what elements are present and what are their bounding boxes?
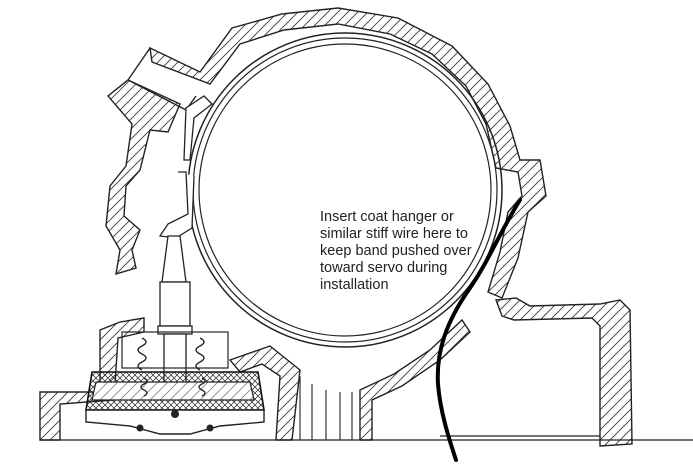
drum-and-band — [158, 32, 503, 348]
annotation-label: Insert coat hanger or similar stiff wire… — [320, 209, 495, 294]
annotation-line-5: installation — [320, 277, 389, 293]
annotation-line-4: toward servo during — [320, 260, 448, 276]
servo-assembly — [85, 235, 265, 435]
case-housing — [105, 7, 547, 299]
coat-hanger-wire — [435, 198, 522, 462]
annotation-line-3: keep band pushed over — [320, 243, 472, 259]
case-extension-right — [440, 297, 633, 447]
annotation-line-1: Insert coat hanger or — [320, 209, 454, 225]
annotation-line-2: similar stiff wire here to — [320, 226, 468, 242]
